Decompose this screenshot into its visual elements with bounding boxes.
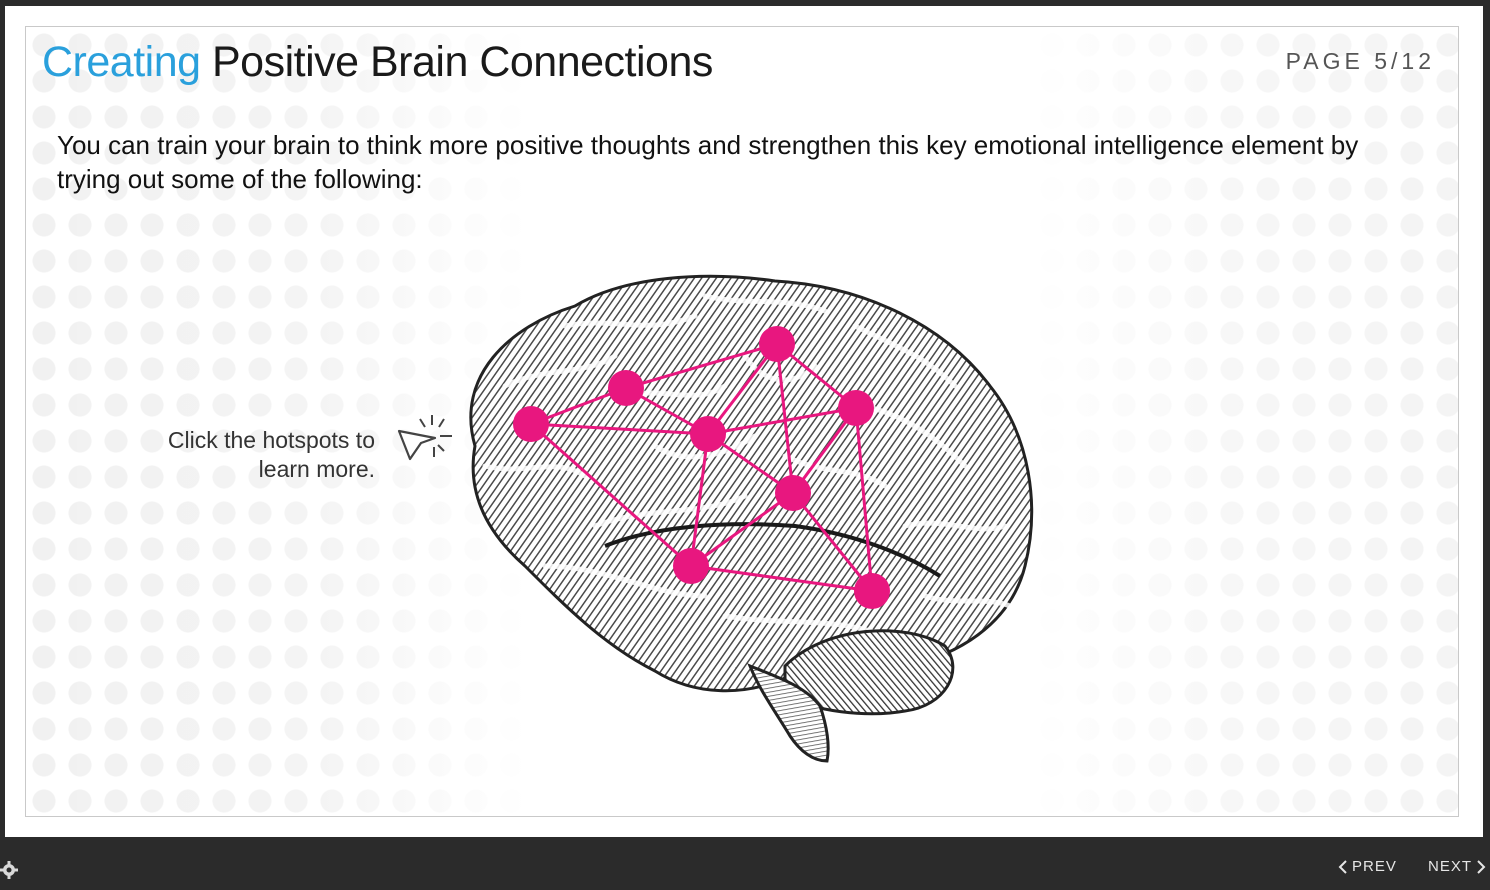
hotspot-3[interactable] (759, 326, 795, 362)
chevron-left-icon (1338, 859, 1347, 874)
next-label: NEXT (1428, 858, 1473, 875)
hint-line-1: Click the hotspots to (167, 427, 375, 453)
next-button[interactable]: NEXT (1428, 858, 1486, 875)
slide-title: Creating Positive Brain Connections (42, 38, 713, 87)
hotspot-2[interactable] (608, 370, 644, 406)
hint-line-2: learn more. (258, 456, 375, 482)
chevron-right-icon (1477, 859, 1486, 874)
slide-frame: Creating Positive Brain Connections PAGE… (5, 6, 1483, 837)
hotspot-4[interactable] (690, 416, 726, 452)
hotspot-hint: Click the hotspots to learn more. (135, 426, 375, 484)
hotspot-1[interactable] (513, 406, 549, 442)
hotspot-8[interactable] (854, 573, 890, 609)
click-cursor-icon (397, 415, 452, 461)
intro-text: You can train your brain to think more p… (57, 130, 1359, 194)
player-control-bar (0, 837, 1490, 890)
title-rest: Positive Brain Connections (200, 38, 713, 86)
page-indicator: PAGE 5/12 (1285, 48, 1435, 74)
prev-label: PREV (1352, 858, 1397, 875)
hotspot-6[interactable] (775, 475, 811, 511)
title-accent: Creating (42, 38, 201, 86)
hotspot-5[interactable] (838, 390, 874, 426)
hotspot-7[interactable] (673, 548, 709, 584)
prev-button[interactable]: PREV (1338, 858, 1397, 875)
gear-icon[interactable] (0, 860, 20, 880)
